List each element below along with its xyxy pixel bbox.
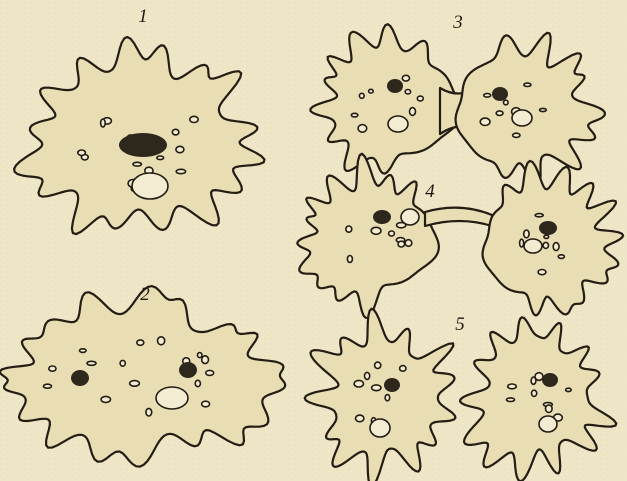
food-vacuole <box>158 337 165 345</box>
stage-label-2: 2 <box>140 284 150 305</box>
food-vacuole <box>44 384 52 388</box>
contractile-vacuole <box>156 387 188 409</box>
food-vacuole <box>49 366 56 371</box>
stage-label-1: 1 <box>138 6 148 27</box>
food-vacuole <box>157 156 164 160</box>
food-vacuole <box>358 125 367 133</box>
food-vacuole <box>513 133 520 137</box>
food-vacuole <box>520 239 524 247</box>
nucleus-right <box>539 221 557 235</box>
food-vacuole <box>206 370 214 375</box>
food-vacuole <box>347 256 352 263</box>
nucleus-right <box>492 87 508 101</box>
food-vacuole <box>546 405 553 413</box>
stage-label-4: 4 <box>425 181 435 202</box>
food-vacuole <box>480 118 490 125</box>
food-vacuole <box>558 255 564 259</box>
food-vacuole <box>405 90 410 94</box>
vacuole <box>401 209 419 225</box>
contractile-vacuole <box>370 419 390 437</box>
food-vacuole <box>372 385 381 391</box>
food-vacuole <box>354 380 363 387</box>
food-vacuole <box>524 230 529 238</box>
nucleus <box>542 373 558 387</box>
nucleus-left <box>71 370 89 386</box>
food-vacuole <box>405 240 412 247</box>
food-vacuole <box>531 377 536 384</box>
food-vacuole <box>190 116 198 122</box>
food-vacuole <box>375 362 381 368</box>
food-vacuole <box>544 235 549 238</box>
vacuole <box>512 110 532 126</box>
food-vacuole <box>172 129 179 135</box>
food-vacuole <box>195 380 200 386</box>
food-vacuole <box>365 372 370 379</box>
food-vacuole <box>101 119 106 127</box>
food-vacuole <box>371 227 381 234</box>
nucleus-right <box>179 362 197 378</box>
food-vacuole <box>553 243 559 251</box>
food-vacuole <box>543 242 548 248</box>
food-vacuole <box>78 150 86 155</box>
food-vacuole <box>508 384 517 389</box>
nucleus-left <box>387 79 403 93</box>
food-vacuole <box>176 169 185 173</box>
food-vacuole <box>507 398 515 402</box>
food-vacuole <box>535 214 543 217</box>
food-vacuole <box>369 89 374 93</box>
food-vacuole <box>410 108 416 116</box>
food-vacuole <box>566 388 572 391</box>
food-vacuole <box>496 111 503 116</box>
contractile-vacuole <box>539 416 557 432</box>
food-vacuole <box>504 100 509 105</box>
food-vacuole <box>359 93 364 98</box>
food-vacuole <box>540 108 547 111</box>
food-vacuole <box>346 226 352 232</box>
vacuole <box>524 239 542 253</box>
food-vacuole <box>402 75 409 81</box>
food-vacuole <box>532 390 537 396</box>
contractile-vacuole <box>132 173 168 199</box>
food-vacuole <box>202 401 210 407</box>
food-vacuole <box>202 356 209 364</box>
food-vacuole <box>400 366 406 372</box>
food-vacuole <box>398 241 405 247</box>
stage-label-3: 3 <box>452 12 463 33</box>
food-vacuole <box>101 396 110 402</box>
stage-label-5: 5 <box>455 314 465 335</box>
food-vacuole <box>146 408 152 416</box>
food-vacuole <box>356 415 364 422</box>
nucleus-left <box>373 210 391 224</box>
nucleus <box>384 378 400 392</box>
food-vacuole <box>524 83 531 86</box>
food-vacuole <box>120 360 125 366</box>
food-vacuole <box>176 146 184 152</box>
food-vacuole <box>484 94 491 98</box>
dividing-nucleus <box>119 133 167 157</box>
food-vacuole <box>80 349 87 353</box>
food-vacuole <box>417 96 423 101</box>
food-vacuole <box>389 231 395 236</box>
food-vacuole <box>538 270 546 275</box>
food-vacuole <box>198 353 202 358</box>
food-vacuole <box>385 395 390 401</box>
food-vacuole <box>130 381 140 387</box>
food-vacuole <box>133 162 141 166</box>
vacuole <box>388 116 408 132</box>
food-vacuole <box>351 113 358 117</box>
food-vacuole <box>87 361 96 365</box>
food-vacuole <box>137 340 144 345</box>
